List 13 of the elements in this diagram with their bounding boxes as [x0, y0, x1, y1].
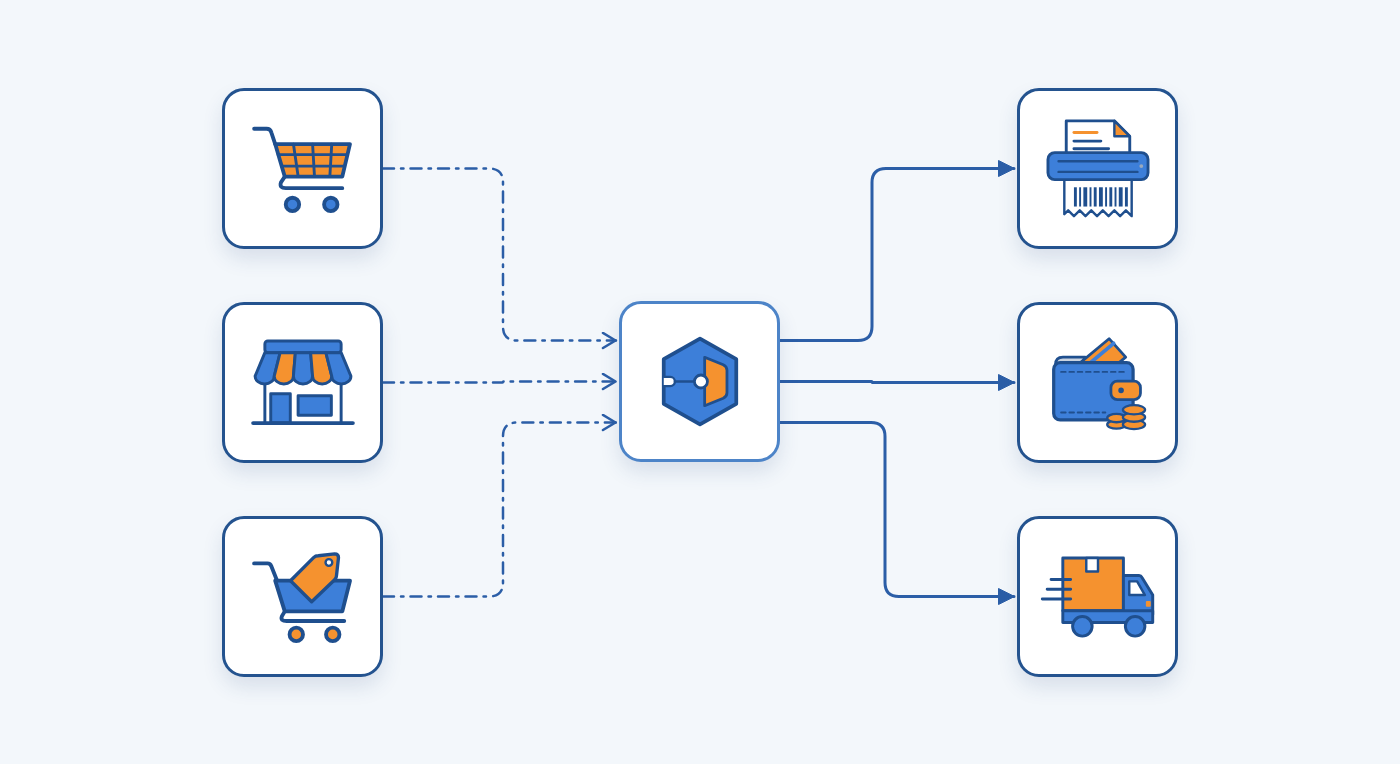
icon-tile — [222, 302, 383, 463]
icon-tile — [222, 88, 383, 249]
icon-tile — [619, 301, 780, 462]
icon-tile — [1017, 302, 1178, 463]
dash-dot-arrow — [381, 413, 618, 598]
dash-dot-arrow — [381, 167, 618, 350]
arrow — [778, 374, 1016, 391]
arrow — [778, 421, 1016, 605]
icon-tile — [1017, 88, 1178, 249]
icon-tile — [1017, 516, 1178, 677]
dash-dot-arrow — [381, 372, 618, 391]
arrow — [778, 160, 1016, 342]
icon-tile — [222, 516, 383, 677]
